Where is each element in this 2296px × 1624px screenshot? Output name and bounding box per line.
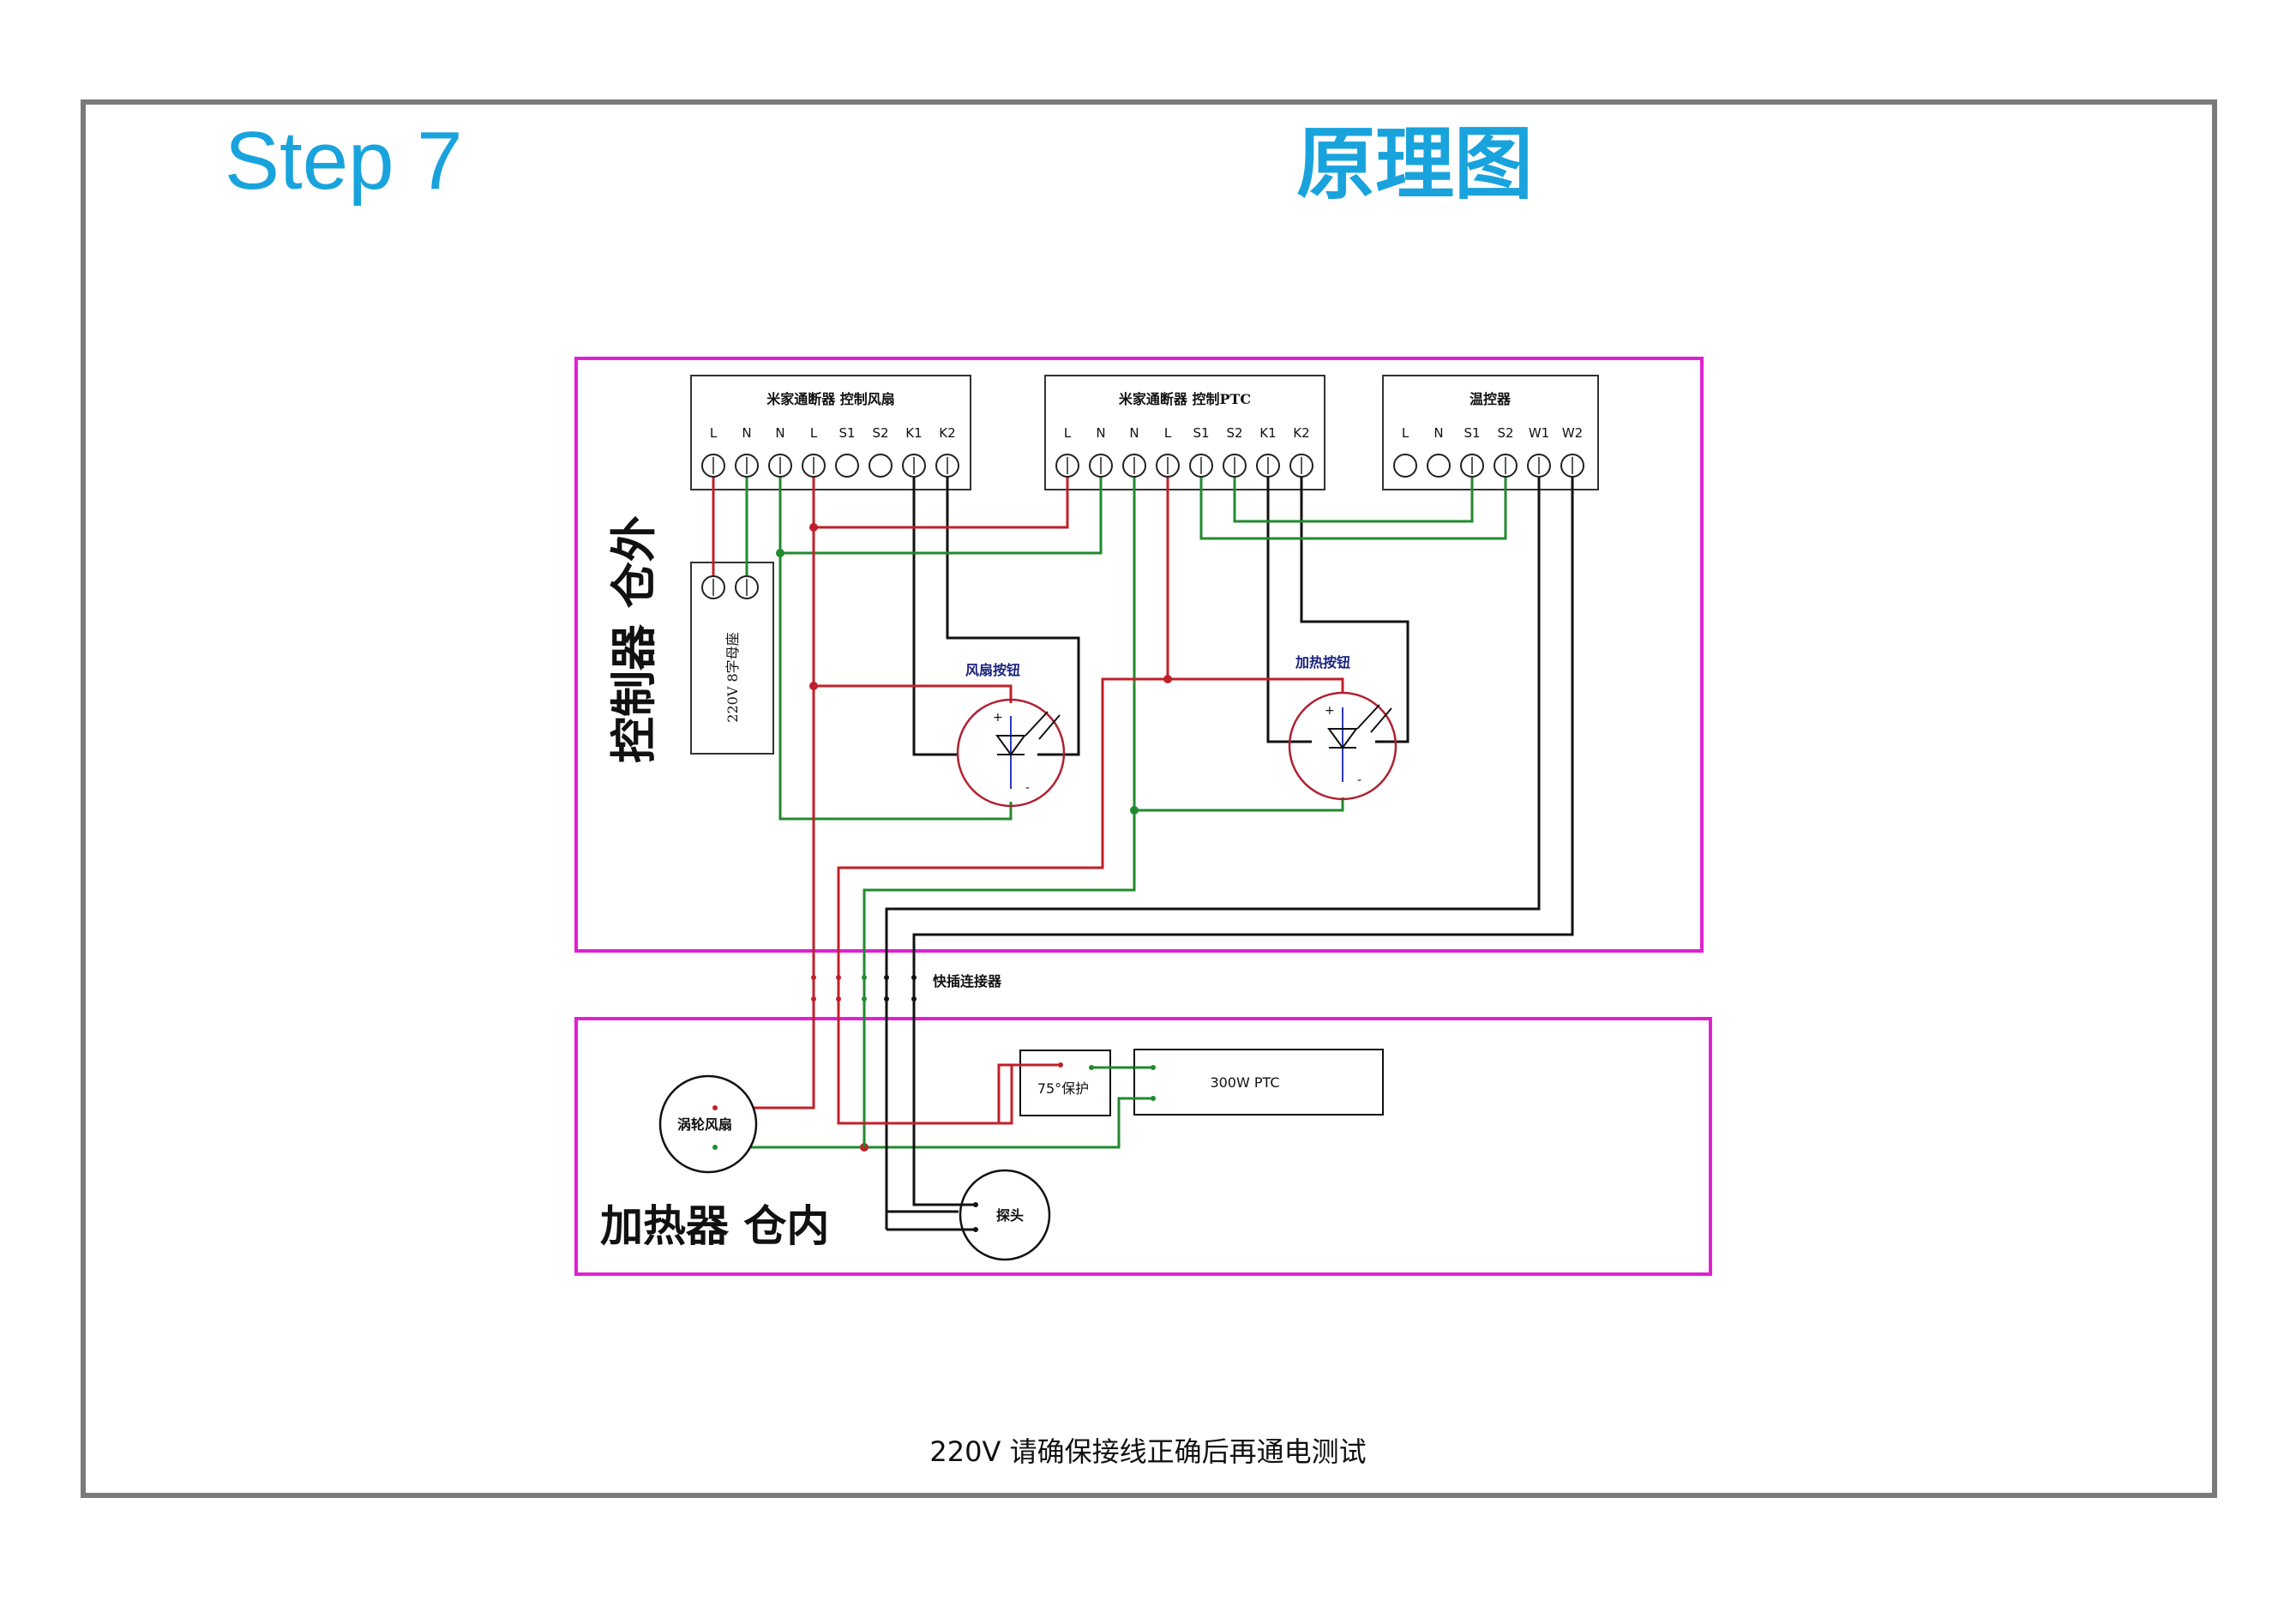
- fan-terminal-label: N: [775, 425, 784, 441]
- thermostat-terminal-label: S1: [1464, 425, 1480, 441]
- control-zone-label: 控制器 仓外: [606, 515, 661, 763]
- ptc-terminal-label: L: [1164, 425, 1172, 441]
- fan-k2-wire: [946, 466, 1080, 756]
- terminal: [835, 454, 859, 478]
- fan-button-l-wire: [814, 684, 1013, 703]
- terminal: [869, 454, 893, 478]
- thermostat-terminal-label: W2: [1562, 425, 1583, 441]
- terminal: [1427, 454, 1451, 478]
- thermal-protector-box: [1019, 1050, 1111, 1116]
- step-title: Step 7: [225, 115, 463, 207]
- fan-n-wire: [778, 466, 1013, 821]
- fan-button-plus: +: [993, 711, 1003, 725]
- heat-button-label: 加热按钮: [1295, 654, 1350, 671]
- ptc-terminal-label: L: [1064, 425, 1072, 441]
- thermal-protector-label: 75°保护: [1037, 1080, 1089, 1097]
- turbo-fan: [658, 1074, 758, 1174]
- junction-dot: [1130, 806, 1139, 815]
- fan-breaker-title: 米家通断器 控制风扇: [766, 391, 895, 407]
- ptc-terminal-label: S2: [1226, 425, 1242, 441]
- heater-n-wire: [863, 466, 1136, 1147]
- junction-dot: [1163, 675, 1172, 683]
- footer-warning: 220V 请确保接线正确后再通电测试: [929, 1435, 1367, 1468]
- thermostat-terminal-label: W1: [1529, 425, 1549, 441]
- fan-button: [956, 698, 1066, 808]
- thermostat-s2-wire: [1199, 466, 1507, 540]
- turbo-fan-label: 涡轮风扇: [677, 1116, 732, 1133]
- heater-zone-label: 加热器 仓内: [600, 1200, 829, 1251]
- ptc-terminal-label: K1: [1259, 425, 1276, 441]
- heat-button: [1288, 691, 1397, 801]
- ptc-n-wire: [780, 466, 1103, 555]
- heat-button-plus: +: [1325, 704, 1335, 718]
- fan-terminal-label: S2: [872, 425, 888, 441]
- fan-terminal-label: L: [810, 425, 818, 441]
- ptc-terminal-label: N: [1129, 425, 1139, 441]
- diagram-title: 原理图: [1296, 118, 1534, 210]
- control-zone-box: [574, 357, 1704, 953]
- terminal: [1393, 454, 1417, 478]
- ptc-l-wire: [814, 466, 1069, 529]
- heat-button-n-wire: [1134, 797, 1344, 812]
- heat-button-minus: -: [1357, 773, 1361, 787]
- ptc-terminal-label: K2: [1293, 425, 1309, 441]
- fan-button-label: 风扇按钮: [965, 662, 1020, 678]
- fan-button-minus: -: [1025, 781, 1030, 795]
- thermostat-title: 温控器: [1469, 391, 1512, 407]
- ptc-breaker-title: 米家通断器 控制PTC: [1119, 391, 1251, 407]
- ptc-k1-wire: [1266, 466, 1312, 743]
- ptc-terminal-label: N: [1096, 425, 1105, 441]
- junction-dot: [776, 549, 784, 557]
- junction-dot: [809, 682, 818, 690]
- page-frame: [81, 99, 2217, 1498]
- ptc-heater-label: 300W PTC: [1210, 1074, 1279, 1091]
- fan-terminal-label: L: [710, 425, 718, 441]
- connector-label: 快插连接器: [933, 973, 1002, 989]
- ptc-live-wire: [837, 677, 1168, 1125]
- thermostat-terminal-label: L: [1402, 425, 1409, 441]
- ptc-k2-wire: [1300, 466, 1409, 743]
- fan-terminal-label: K2: [939, 425, 955, 441]
- ptc-heater-box: [1133, 1049, 1384, 1116]
- heat-button-l-wire: [1166, 466, 1344, 693]
- ptc-terminal-label: S1: [1193, 425, 1209, 441]
- temperature-probe-label: 探头: [996, 1207, 1024, 1224]
- probe-w1-wire: [885, 466, 1541, 1213]
- socket-label: 220V 8字母座: [724, 632, 741, 722]
- heater-zone-box: [574, 1017, 1712, 1276]
- fan-k1-wire: [912, 466, 959, 756]
- thermostat-terminal-label: S2: [1497, 425, 1513, 441]
- fan-terminal-label: K1: [905, 425, 922, 441]
- temperature-probe: [959, 1169, 1051, 1261]
- thermostat-s1-wire: [1233, 466, 1474, 523]
- thermostat-terminal-label: N: [1433, 425, 1443, 441]
- fan-terminal-label: N: [742, 425, 751, 441]
- junction-dot: [809, 523, 818, 532]
- fan-terminal-label: S1: [838, 425, 855, 441]
